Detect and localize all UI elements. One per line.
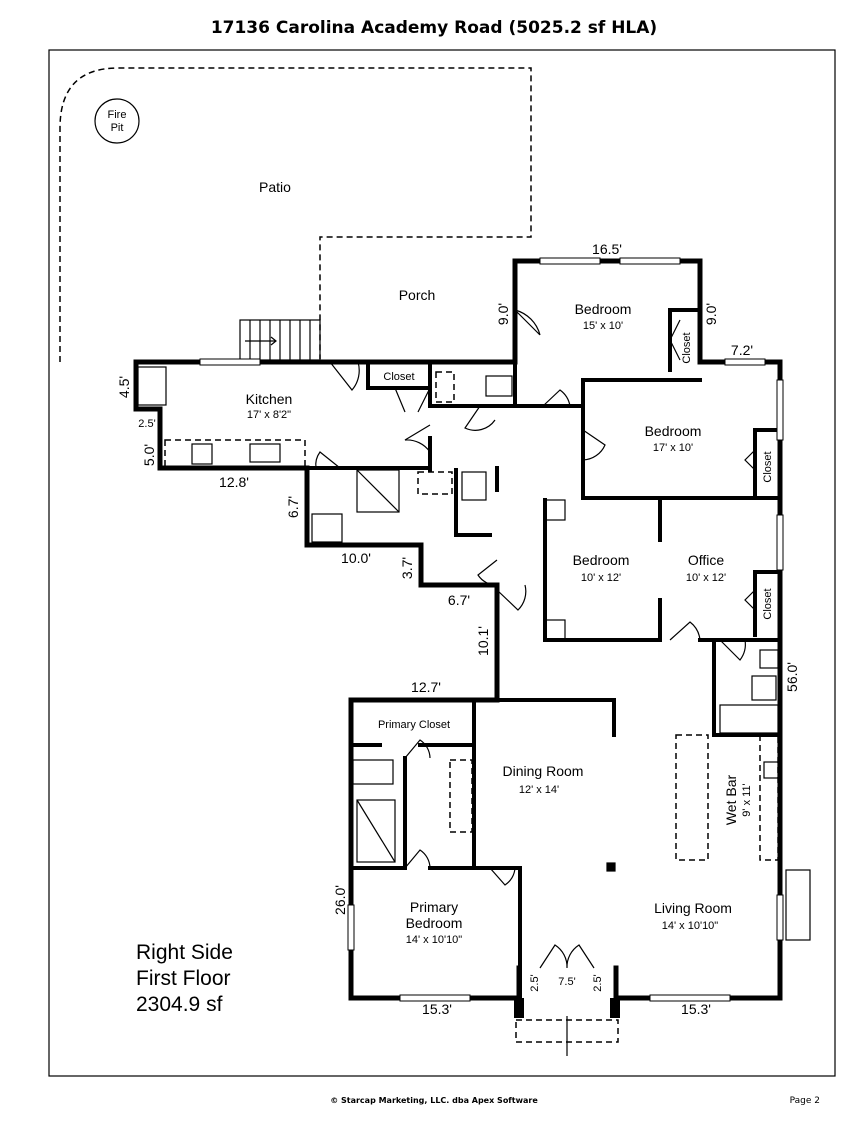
primary-vanity-icon (449, 759, 473, 833)
dining-size: 12' x 14' (519, 784, 559, 796)
patio-outline (59, 67, 532, 362)
office-toilet-icon (751, 675, 777, 701)
page-title: 17136 Carolina Academy Road (5025.2 sf H… (210, 18, 658, 38)
floor-side: Right Side (136, 941, 233, 964)
office-size: 10' x 12' (686, 572, 726, 584)
fire-pit-label-2: Pit (111, 122, 124, 134)
dim-2-5-left: 2.5' (529, 974, 541, 991)
bedroom2-closet-label: Closet (762, 451, 774, 482)
range-icon (191, 443, 213, 465)
dim-3-7: 3.7' (399, 557, 415, 579)
floor-summary: Right Side First Floor 2304.9 sf (136, 940, 233, 1018)
wet-bar-counter (675, 734, 709, 861)
dim-12-7: 12.7' (411, 679, 441, 695)
primary-bedroom-size: 14' x 10'10" (406, 934, 463, 946)
dim-6-7-left: 6.7' (285, 496, 301, 518)
wet-bar-size: 9' x 11' (741, 783, 753, 816)
exterior-wall-north (133, 258, 783, 1001)
wet-bar-sink-icon (763, 761, 779, 779)
dim-6-7: 6.7' (448, 592, 470, 608)
kitchen-sink2-icon (249, 443, 281, 463)
dim-2-5-right: 2.5' (592, 974, 604, 991)
copyright-footer: © Starcap Marketing, LLC. dba Apex Softw… (330, 1096, 538, 1105)
kitchen-size: 17' x 8'2" (247, 409, 291, 421)
patio-label: Patio (259, 179, 291, 195)
dim-12-8: 12.8' (219, 474, 249, 490)
living-size: 14' x 10'10" (662, 920, 719, 932)
dim-15-3-right: 15.3' (681, 1001, 711, 1017)
door-swings (315, 309, 756, 969)
kitchen-closet-label: Closet (383, 371, 414, 383)
dim-4-5: 4.5' (116, 376, 132, 398)
shower-icon (356, 469, 400, 513)
porch-steps (239, 319, 321, 361)
dim-9-0-right: 9.0' (703, 303, 719, 325)
page-number: Page 2 (789, 1096, 820, 1106)
toilet-icon (485, 375, 513, 397)
primary-bedroom-label-2: Bedroom (406, 915, 463, 931)
living-label: Living Room (654, 900, 732, 916)
dim-7-2: 7.2' (731, 342, 753, 358)
fire-pit-icon (94, 98, 140, 144)
kitchen-sink-icon (137, 366, 167, 406)
dim-7-5: 7.5' (558, 976, 575, 988)
dim-16-5: 16.5' (592, 241, 622, 257)
porch-label: Porch (399, 287, 436, 303)
primary-toilet-icon (352, 759, 394, 785)
dim-15-3-left: 15.3' (422, 1001, 452, 1017)
primary-bedroom-label-1: Primary (410, 899, 458, 915)
bedroom1-closet-label: Closet (681, 332, 693, 363)
dim-5-0: 5.0' (141, 444, 157, 466)
bedroom2-size: 17' x 10' (653, 442, 693, 454)
dim-9-0-left: 9.0' (495, 303, 511, 325)
sink-icon (417, 471, 453, 495)
fire-pit-label-1: Fire (108, 109, 127, 121)
toilet2-icon (461, 471, 487, 501)
office-label: Office (688, 552, 725, 568)
dim-10-1: 10.1' (475, 626, 491, 656)
stoop-post-right (610, 998, 620, 1018)
kitchen-label: Kitchen (246, 391, 293, 407)
floor-area: 2304.9 sf (136, 993, 223, 1016)
bedroom2-label: Bedroom (645, 423, 702, 439)
bedroom3-label: Bedroom (573, 552, 630, 568)
office-shower-icon (719, 704, 779, 734)
interior-walls (305, 308, 782, 1000)
page-frame (48, 49, 836, 1077)
bedroom3-size: 10' x 12' (581, 572, 621, 584)
wet-bar-label: Wet Bar (723, 775, 739, 826)
dim-56-0: 56.0' (784, 662, 800, 692)
dining-label: Dining Room (503, 763, 584, 779)
dim-26-0: 26.0' (332, 885, 348, 915)
primary-shower-icon (356, 799, 396, 863)
stoop-post-left (514, 998, 524, 1018)
bedroom1-label: Bedroom (575, 301, 632, 317)
dim-10-0: 10.0' (341, 550, 371, 566)
bedroom1-size: 15' x 10' (583, 320, 623, 332)
windows (199, 257, 784, 1002)
office-sink-icon (759, 649, 779, 669)
dim-2-5-kitchen: 2.5' (138, 418, 155, 430)
column-icon (606, 862, 616, 872)
floor-level: First Floor (136, 967, 231, 990)
fireplace-icon (785, 869, 811, 941)
washer-icon (311, 513, 343, 543)
office-closet-label: Closet (762, 588, 774, 619)
primary-closet-label: Primary Closet (378, 719, 450, 731)
fixtures (137, 366, 811, 941)
